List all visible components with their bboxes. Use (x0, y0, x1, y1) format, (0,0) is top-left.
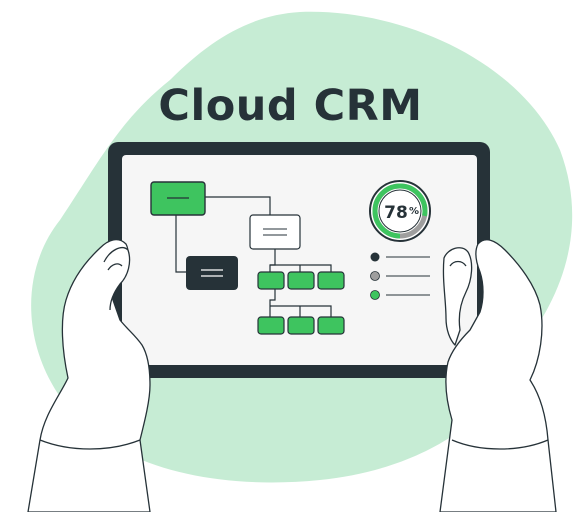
legend (370, 252, 430, 300)
right-hand-icon (439, 239, 557, 512)
flow-node-leaf (257, 316, 285, 335)
gauge-value: 78 (384, 203, 408, 223)
flow-node-leaf (257, 271, 285, 290)
gray-dot-icon (370, 271, 380, 281)
dark-dot-icon (370, 252, 380, 262)
page-title: Cloud CRM (158, 81, 423, 131)
flow-connectors (175, 196, 332, 317)
progress-gauge: 78 % (369, 180, 431, 242)
green-dot-icon (370, 290, 380, 300)
flow-node-white (249, 214, 301, 250)
flow-node-leaf (317, 271, 345, 290)
flow-node-leaf (317, 316, 345, 335)
flow-node-leaf (287, 271, 315, 290)
gauge-fill (372, 183, 428, 239)
flow-node-leaf (287, 316, 315, 335)
gauge-percent-sign: % (409, 206, 419, 217)
flow-node-dark (186, 256, 238, 290)
left-hand-icon (27, 238, 151, 512)
